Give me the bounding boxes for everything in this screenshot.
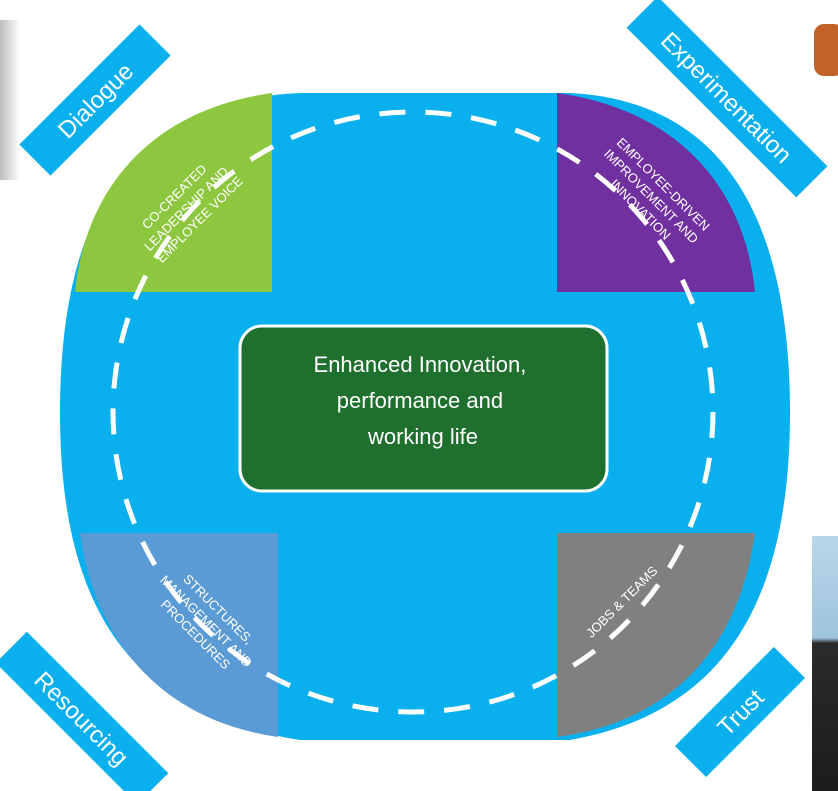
center-line-1: Enhanced Innovation, xyxy=(314,352,527,377)
tag-resourcing xyxy=(0,631,169,791)
tag-resourcing-label: Resourcing xyxy=(28,667,133,772)
center-box xyxy=(238,324,609,493)
tag-experimentation xyxy=(626,0,828,198)
center-text: Enhanced Innovation, performance and wor… xyxy=(314,352,533,449)
quadrant-top-left xyxy=(75,93,272,292)
tag-trust xyxy=(674,646,806,778)
quadrant-bottom-right xyxy=(557,533,755,737)
center-line-2: performance and xyxy=(337,388,503,413)
quadrant-top-right xyxy=(557,93,755,292)
background-logo-fragment xyxy=(814,24,838,76)
tag-dialogue xyxy=(19,24,171,176)
quadrant-bottom-left xyxy=(80,533,278,737)
center-line-3: working life xyxy=(367,424,478,449)
dashed-ring xyxy=(110,109,716,715)
background-shadow xyxy=(0,20,20,180)
background-photo xyxy=(812,536,838,791)
